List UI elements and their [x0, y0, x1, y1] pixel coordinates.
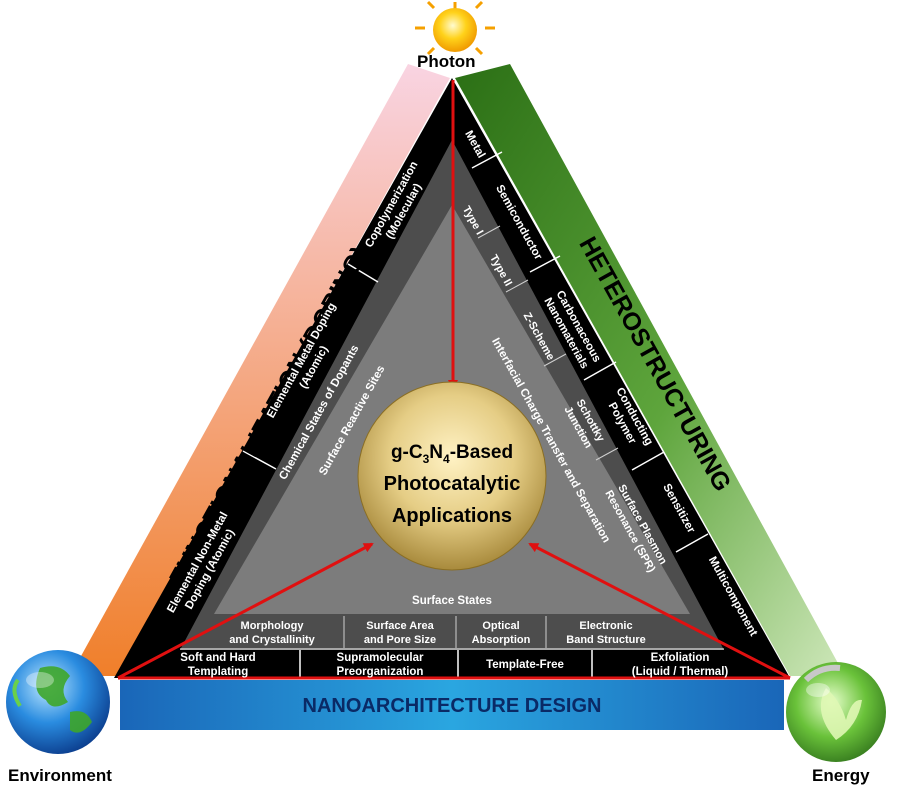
template-free-label: Template-Free — [486, 659, 564, 671]
right-inner-separator-2 — [505, 279, 529, 293]
right-band-separator-2 — [529, 255, 561, 273]
right-band-separator-5 — [675, 533, 709, 553]
left-band-separator-2 — [242, 450, 277, 470]
svg-text:Preorganization: Preorganization — [337, 666, 424, 678]
right-band-separator-4 — [631, 451, 665, 471]
svg-text:Soft and Hard: Soft and Hard — [180, 652, 255, 664]
svg-text:Optical: Optical — [482, 620, 519, 632]
svg-text:Band Structure: Band Structure — [566, 634, 645, 646]
right-band-separator-1 — [471, 151, 503, 169]
center-title-line2: Photocatalytic — [384, 473, 521, 495]
center-circle — [357, 381, 547, 571]
center-title-line3: Applications — [392, 505, 512, 527]
svg-text:Exfoliation: Exfoliation — [651, 652, 710, 664]
earth-globe-icon — [6, 650, 110, 754]
left-band-separator-1 — [347, 263, 379, 283]
surface-states-label: Surface States — [412, 595, 492, 607]
svg-text:(Liquid / Thermal): (Liquid / Thermal) — [632, 666, 729, 678]
energy-label: Energy — [812, 766, 870, 785]
svg-text:and Crystallinity: and Crystallinity — [229, 634, 315, 646]
optical-absorption-label: Optical Absorption — [472, 620, 531, 646]
center-title-line1: g-C3N4-Based — [391, 442, 513, 466]
right-inner-separator-1 — [477, 225, 501, 239]
exfoliation-label: Exfoliation (Liquid / Thermal) — [632, 652, 729, 678]
svg-text:Morphology: Morphology — [241, 620, 305, 632]
photon-label: Photon — [417, 52, 476, 71]
left-colored-band — [70, 64, 450, 676]
right-inner-separator-3 — [543, 353, 567, 367]
morphology-label: Morphology and Crystallinity — [229, 620, 315, 646]
svg-text:Surface Area: Surface Area — [366, 620, 434, 632]
environment-arrow — [117, 542, 374, 680]
svg-text:Electronic: Electronic — [579, 620, 632, 632]
supramolecular-label: Supramolecular Preorganization — [337, 652, 424, 678]
templating-label: Soft and Hard Templating — [180, 652, 255, 678]
svg-text:Absorption: Absorption — [472, 634, 531, 646]
svg-text:and Pore Size: and Pore Size — [364, 634, 436, 646]
bottom-blue-band — [120, 680, 784, 730]
svg-text:Supramolecular: Supramolecular — [337, 652, 424, 664]
right-colored-band — [455, 64, 845, 676]
band-structure-label: Electronic Band Structure — [566, 620, 645, 646]
svg-text:Templating: Templating — [188, 666, 248, 678]
surface-area-label: Surface Area and Pore Size — [364, 620, 436, 646]
right-band-separator-3 — [583, 361, 617, 381]
sun-icon — [415, 0, 495, 56]
nanoarchitecture-title: NANOARCHITECTURE DESIGN — [303, 695, 602, 717]
energy-arrow — [528, 542, 791, 680]
energy-globe-icon — [786, 662, 886, 762]
environment-label: Environment — [8, 766, 112, 785]
right-inner-separator-4 — [595, 447, 619, 461]
